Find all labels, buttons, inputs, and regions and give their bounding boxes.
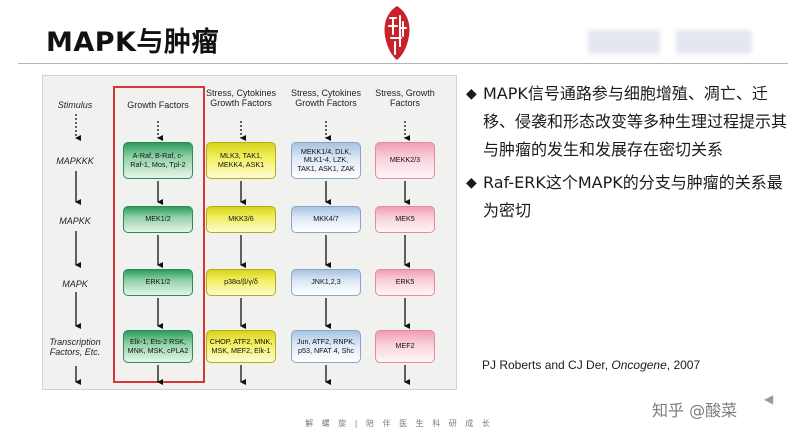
bullet-list: ◆ MAPK信号通路参与细胞增殖、凋亡、迁移、侵袭和形态改变等多种生理过程提示其… bbox=[466, 80, 788, 225]
node-mapkkk-mekk1-4: MEKK1/4, DLK, MLK1-4, LZK, TAK1, ASK1, Z… bbox=[291, 142, 361, 179]
bullet-item: ◆ MAPK信号通路参与细胞增殖、凋亡、迁移、侵袭和形态改变等多种生理过程提示其… bbox=[466, 80, 788, 164]
stage-label-stimulus: Stimulus bbox=[57, 100, 93, 110]
stage-label-transcription-factors: Transcription Factors, Etc. bbox=[49, 337, 101, 357]
node-tf-chop: CHOP, ATF2, MNK, MSK, MEF2, Elk-1 bbox=[206, 330, 276, 363]
node-mek1-2: MEK1/2 bbox=[123, 206, 193, 233]
node-p38: p38α/β/γ/δ bbox=[206, 269, 276, 296]
watermark: 知乎 @酸菜 bbox=[652, 401, 738, 420]
node-tf-elk1: Elk-1, Ets-2 RSK, MNK, MSK, cPLA2 bbox=[123, 330, 193, 363]
column-header-growth-factors: Growth Factors bbox=[127, 100, 189, 110]
stage-label-mapkk: MAPKK bbox=[59, 216, 91, 226]
bullet-text: MAPK信号通路参与细胞增殖、凋亡、迁移、侵袭和形态改变等多种生理过程提示其与肿… bbox=[483, 84, 788, 159]
mapk-pathway-diagram: Stimulus MAPKKK MAPKK MAPK Transcription… bbox=[42, 75, 457, 390]
node-mkk3-6: MKK3/6 bbox=[206, 206, 276, 233]
node-mekk2-3: MEKK2/3 bbox=[375, 142, 435, 179]
node-mef2: MEF2 bbox=[375, 330, 435, 363]
node-mkk4-7: MKK4/7 bbox=[291, 206, 361, 233]
node-jnk: JNK1,2,3 bbox=[291, 269, 361, 296]
stage-label-mapkkk: MAPKKK bbox=[56, 156, 94, 166]
footer-slogan: 解 螺 旋 | 陪 伴 医 生 科 研 成 长 bbox=[305, 419, 493, 428]
node-tf-jun: Jun, ATF2, RNPK, p53, NFAT 4, Shc bbox=[291, 330, 361, 363]
corner-arrow-icon: ◀ bbox=[764, 392, 774, 406]
page-title: MAPK与肿瘤 bbox=[46, 27, 219, 58]
citation: PJ Roberts and CJ Der, Oncogene, 2007 bbox=[482, 358, 700, 372]
column-header-stress-cytokines: Stress, Cytokines Growth Factors bbox=[205, 88, 277, 108]
bullet-text: Raf-ERK这个MAPK的分支与肿瘤的关系最为密切 bbox=[483, 173, 783, 220]
seal-logo-icon bbox=[384, 6, 410, 60]
citation-journal: Oncogene bbox=[611, 358, 667, 372]
node-erk5: ERK5 bbox=[375, 269, 435, 296]
node-mek5: MEK5 bbox=[375, 206, 435, 233]
pathway-arrows bbox=[75, 114, 410, 385]
column-header-stress-growth: Stress, Growth Factors bbox=[375, 88, 435, 108]
blurred-logo bbox=[588, 30, 660, 54]
node-erk1-2: ERK1/2 bbox=[123, 269, 193, 296]
bullet-item: ◆ Raf-ERK这个MAPK的分支与肿瘤的关系最为密切 bbox=[466, 169, 788, 225]
node-mapkkk-raf: A-Raf, B-Raf, c-Raf-1, Mos, Tpl-2 bbox=[123, 142, 193, 179]
diamond-bullet-icon: ◆ bbox=[466, 86, 477, 102]
citation-authors: PJ Roberts and CJ Der, bbox=[482, 358, 612, 372]
title-divider bbox=[18, 63, 788, 64]
stage-label-mapk: MAPK bbox=[62, 279, 88, 289]
column-header-stress-cytokines: Stress, Cytokines Growth Factors bbox=[290, 88, 362, 108]
diamond-bullet-icon: ◆ bbox=[466, 175, 477, 191]
citation-year: , 2007 bbox=[666, 358, 701, 372]
blurred-logo bbox=[676, 30, 752, 54]
node-mapkkk-mlk3: MLK3, TAK1, MEKK4, ASK1 bbox=[206, 142, 276, 179]
